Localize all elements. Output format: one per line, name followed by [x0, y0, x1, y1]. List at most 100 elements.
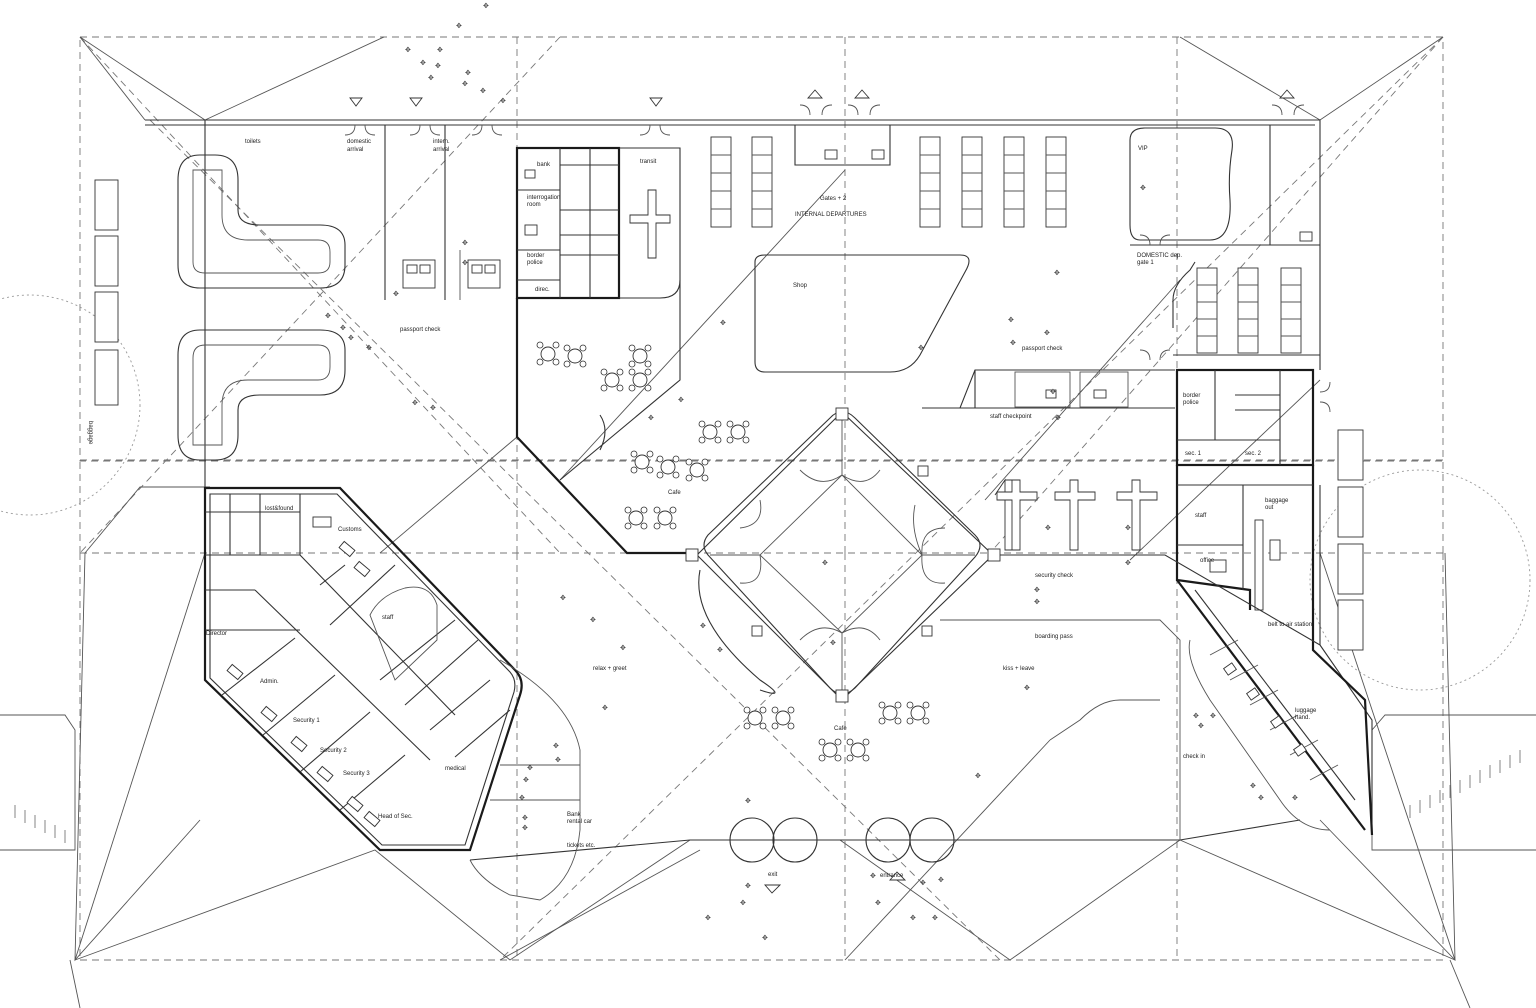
label-transit: transit	[640, 159, 657, 165]
svg-text:✥: ✥	[1125, 559, 1131, 567]
svg-text:✥: ✥	[745, 797, 751, 805]
label-head-of-sec: Head of Sec.	[378, 814, 413, 820]
svg-text:✥: ✥	[462, 80, 468, 88]
label-shop: Shop	[793, 283, 808, 289]
border-police-block	[515, 146, 681, 300]
svg-text:arrival: arrival	[433, 147, 449, 153]
svg-text:✥: ✥	[527, 764, 533, 772]
svg-text:✥: ✥	[1193, 712, 1199, 720]
svg-text:✥: ✥	[620, 644, 626, 652]
label-staff-checkpoint: staff checkpoint	[990, 414, 1032, 420]
svg-text:✥: ✥	[1024, 684, 1030, 692]
svg-text:✥: ✥	[430, 404, 436, 412]
passport-check-right	[922, 369, 1175, 409]
label-admin: Admin.	[260, 679, 279, 685]
svg-text:✥: ✥	[560, 594, 566, 602]
svg-text:✥: ✥	[975, 772, 981, 780]
svg-text:✥: ✥	[717, 646, 723, 654]
svg-text:✥: ✥	[420, 59, 426, 67]
label-cafe-upper: Cafe	[668, 490, 681, 496]
label-direc: direc.	[535, 287, 550, 293]
svg-text:✥: ✥	[1210, 712, 1216, 720]
svg-text:✥: ✥	[522, 814, 528, 822]
svg-text:✥: ✥	[1050, 388, 1056, 396]
label-internal-departures: INTERNAL DEPARTURES	[795, 212, 867, 218]
svg-text:✥: ✥	[393, 290, 399, 298]
revolving-doors	[729, 817, 955, 894]
svg-text:✥: ✥	[1045, 524, 1051, 532]
svg-text:✥: ✥	[1044, 329, 1050, 337]
label-lost-found: lost&found	[265, 506, 293, 512]
svg-text:✥: ✥	[325, 312, 331, 320]
svg-text:✥: ✥	[830, 639, 836, 647]
label-staff-left: staff	[382, 615, 394, 621]
label-bank-rental: Bank	[567, 812, 582, 818]
svg-text:✥: ✥	[555, 756, 561, 764]
svg-text:✥: ✥	[920, 879, 926, 887]
label-domestic-arrival: domestic	[347, 139, 371, 145]
svg-text:✥: ✥	[1198, 722, 1204, 730]
svg-text:✥: ✥	[745, 882, 751, 890]
svg-text:✥: ✥	[522, 824, 528, 832]
label-passport-check-right: passport check	[1022, 346, 1063, 352]
svg-text:✥: ✥	[762, 934, 768, 942]
label-exit: exit	[768, 872, 778, 878]
label-security2: Security 2	[320, 748, 347, 754]
label-tickets: tickets etc.	[567, 843, 596, 849]
svg-text:✥: ✥	[602, 704, 608, 712]
roof-outline	[74, 36, 1456, 962]
departure-gates	[710, 125, 1067, 373]
svg-text:hand.: hand.	[1295, 715, 1310, 721]
label-gates: Gates + 2	[820, 196, 847, 202]
label-medical: medical	[445, 766, 466, 772]
label-cafe-lower: Cafe	[834, 726, 847, 732]
svg-text:✥: ✥	[932, 914, 938, 922]
structural-grid	[79, 36, 1444, 961]
svg-text:✥: ✥	[437, 46, 443, 54]
label-luggage-hand: luggage	[1295, 708, 1317, 714]
svg-text:✥: ✥	[938, 876, 944, 884]
svg-text:✥: ✥	[648, 414, 654, 422]
vip-zone	[1129, 125, 1320, 356]
svg-text:✥: ✥	[705, 914, 711, 922]
svg-text:✥: ✥	[500, 97, 506, 105]
svg-text:✥: ✥	[720, 319, 726, 327]
svg-text:✥: ✥	[1125, 524, 1131, 532]
svg-text:✥: ✥	[678, 396, 684, 404]
svg-text:✥: ✥	[462, 259, 468, 267]
svg-text:rental car: rental car	[567, 819, 592, 825]
label-passport-check-left: passport check	[400, 327, 441, 333]
svg-text:✥: ✥	[1034, 598, 1040, 606]
svg-text:✥: ✥	[553, 742, 559, 750]
admin-block	[203, 486, 581, 901]
svg-text:✥: ✥	[1055, 414, 1061, 422]
door-markers	[344, 89, 1331, 413]
label-director: Director	[206, 631, 227, 637]
svg-text:✥: ✥	[1258, 794, 1264, 802]
svg-text:✥: ✥	[462, 239, 468, 247]
svg-text:police: police	[527, 260, 543, 266]
label-relax-greet: relax + greet	[593, 666, 627, 672]
central-hall	[515, 280, 1321, 840]
svg-text:✥: ✥	[483, 2, 489, 10]
svg-text:room: room	[527, 202, 541, 208]
svg-text:✥: ✥	[1034, 586, 1040, 594]
svg-text:✥: ✥	[1008, 316, 1014, 324]
label-kiss-leave: kiss + leave	[1003, 666, 1035, 672]
label-border-police-right: border	[1183, 393, 1200, 399]
svg-text:✥: ✥	[1292, 794, 1298, 802]
svg-text:✥: ✥	[465, 69, 471, 77]
svg-text:✥: ✥	[822, 559, 828, 567]
label-domestic-gate: DOMESTIC dep.	[1137, 253, 1182, 259]
label-customs: Customs	[338, 527, 362, 533]
svg-text:✥: ✥	[480, 87, 486, 95]
label-belt: belt to air station	[1268, 622, 1312, 628]
label-interrogation-room: interrogation	[527, 195, 560, 201]
label-sec2: sec. 2	[1245, 451, 1262, 457]
svg-text:✥: ✥	[870, 872, 876, 880]
svg-text:✥: ✥	[875, 899, 881, 907]
label-check-in: check in	[1183, 754, 1205, 760]
svg-text:✥: ✥	[428, 74, 434, 82]
svg-text:✥: ✥	[1250, 782, 1256, 790]
